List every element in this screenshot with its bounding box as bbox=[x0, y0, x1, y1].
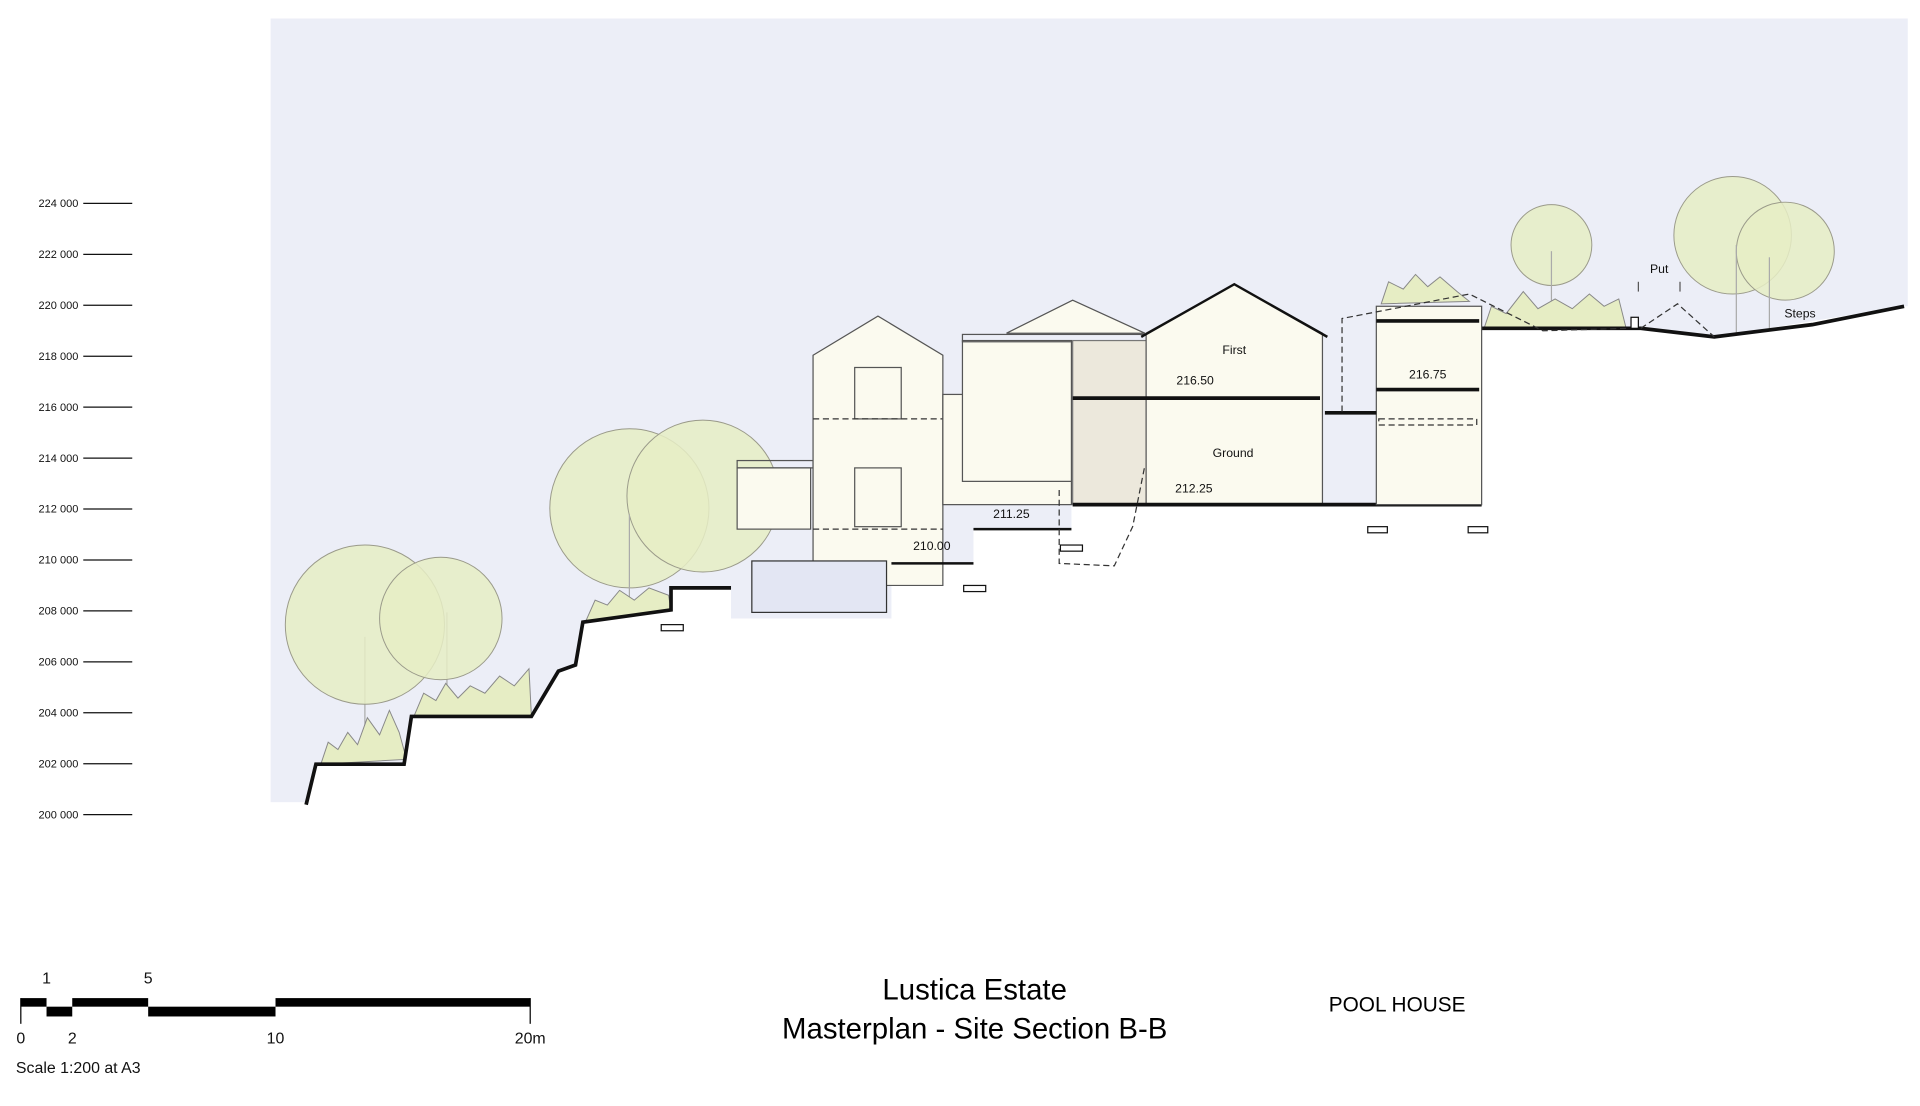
scale-tick: 10 bbox=[267, 1030, 285, 1047]
scale-tick: 5 bbox=[144, 970, 153, 987]
shrub bbox=[320, 709, 408, 765]
scale-tick: 1 bbox=[42, 970, 51, 987]
level-marker: 210.00 bbox=[913, 539, 951, 553]
scale-tick: 20m bbox=[515, 1030, 546, 1047]
level-scale: 224 000 222 000 220 000 218 000 216 000 214 0… bbox=[39, 198, 133, 821]
level-label: 220 000 bbox=[39, 300, 79, 312]
building-name: POOL HOUSE bbox=[1329, 994, 1466, 1017]
level-marker: 211.25 bbox=[993, 507, 1030, 521]
steps-label: Steps bbox=[1784, 306, 1815, 320]
trees bbox=[284, 175, 1835, 765]
level-label: 206 000 bbox=[39, 657, 79, 669]
level-label: 204 000 bbox=[39, 707, 79, 719]
shrub bbox=[413, 667, 532, 717]
level-label: 216 000 bbox=[39, 402, 79, 414]
terrain-line bbox=[1481, 304, 1905, 339]
floor-label-first: First bbox=[1222, 343, 1246, 357]
scale-tick: 2 bbox=[68, 1030, 77, 1047]
shrub bbox=[1380, 273, 1471, 305]
buildings bbox=[660, 281, 1715, 632]
annotations: First Ground 216.50 212.25 216.75 211.25… bbox=[913, 262, 1816, 553]
level-label: 222 000 bbox=[39, 249, 79, 261]
level-label: 214 000 bbox=[39, 453, 79, 465]
level-label: 202 000 bbox=[39, 758, 79, 770]
level-label: 208 000 bbox=[39, 606, 79, 618]
stone-wall bbox=[1072, 339, 1147, 506]
level-label: 224 000 bbox=[39, 198, 79, 210]
level-label: 200 000 bbox=[39, 809, 79, 821]
ground bbox=[270, 306, 1920, 1106]
level-marker: 216.75 bbox=[1409, 368, 1447, 382]
floor-label-ground: Ground bbox=[1213, 446, 1254, 460]
scale-tick: 0 bbox=[16, 1030, 25, 1047]
scale-bar: 1 5 0 2 10 20m Scale 1:200 at A3 bbox=[16, 970, 546, 1076]
terrain-line bbox=[304, 586, 732, 806]
level-label: 210 000 bbox=[39, 555, 79, 567]
level-label: 218 000 bbox=[39, 351, 79, 363]
scale-note: Scale 1:200 at A3 bbox=[16, 1060, 141, 1077]
pool bbox=[751, 560, 888, 613]
tree bbox=[1735, 201, 1835, 301]
level-marker: 216.50 bbox=[1176, 374, 1214, 388]
tree bbox=[379, 556, 503, 681]
put-label: Put bbox=[1650, 262, 1669, 276]
level-marker: 212.25 bbox=[1175, 481, 1213, 495]
drawing-title: Lustica Estate bbox=[882, 973, 1067, 1006]
level-label: 212 000 bbox=[39, 504, 79, 516]
drawing-subtitle: Masterplan - Site Section B-B bbox=[782, 1013, 1167, 1046]
